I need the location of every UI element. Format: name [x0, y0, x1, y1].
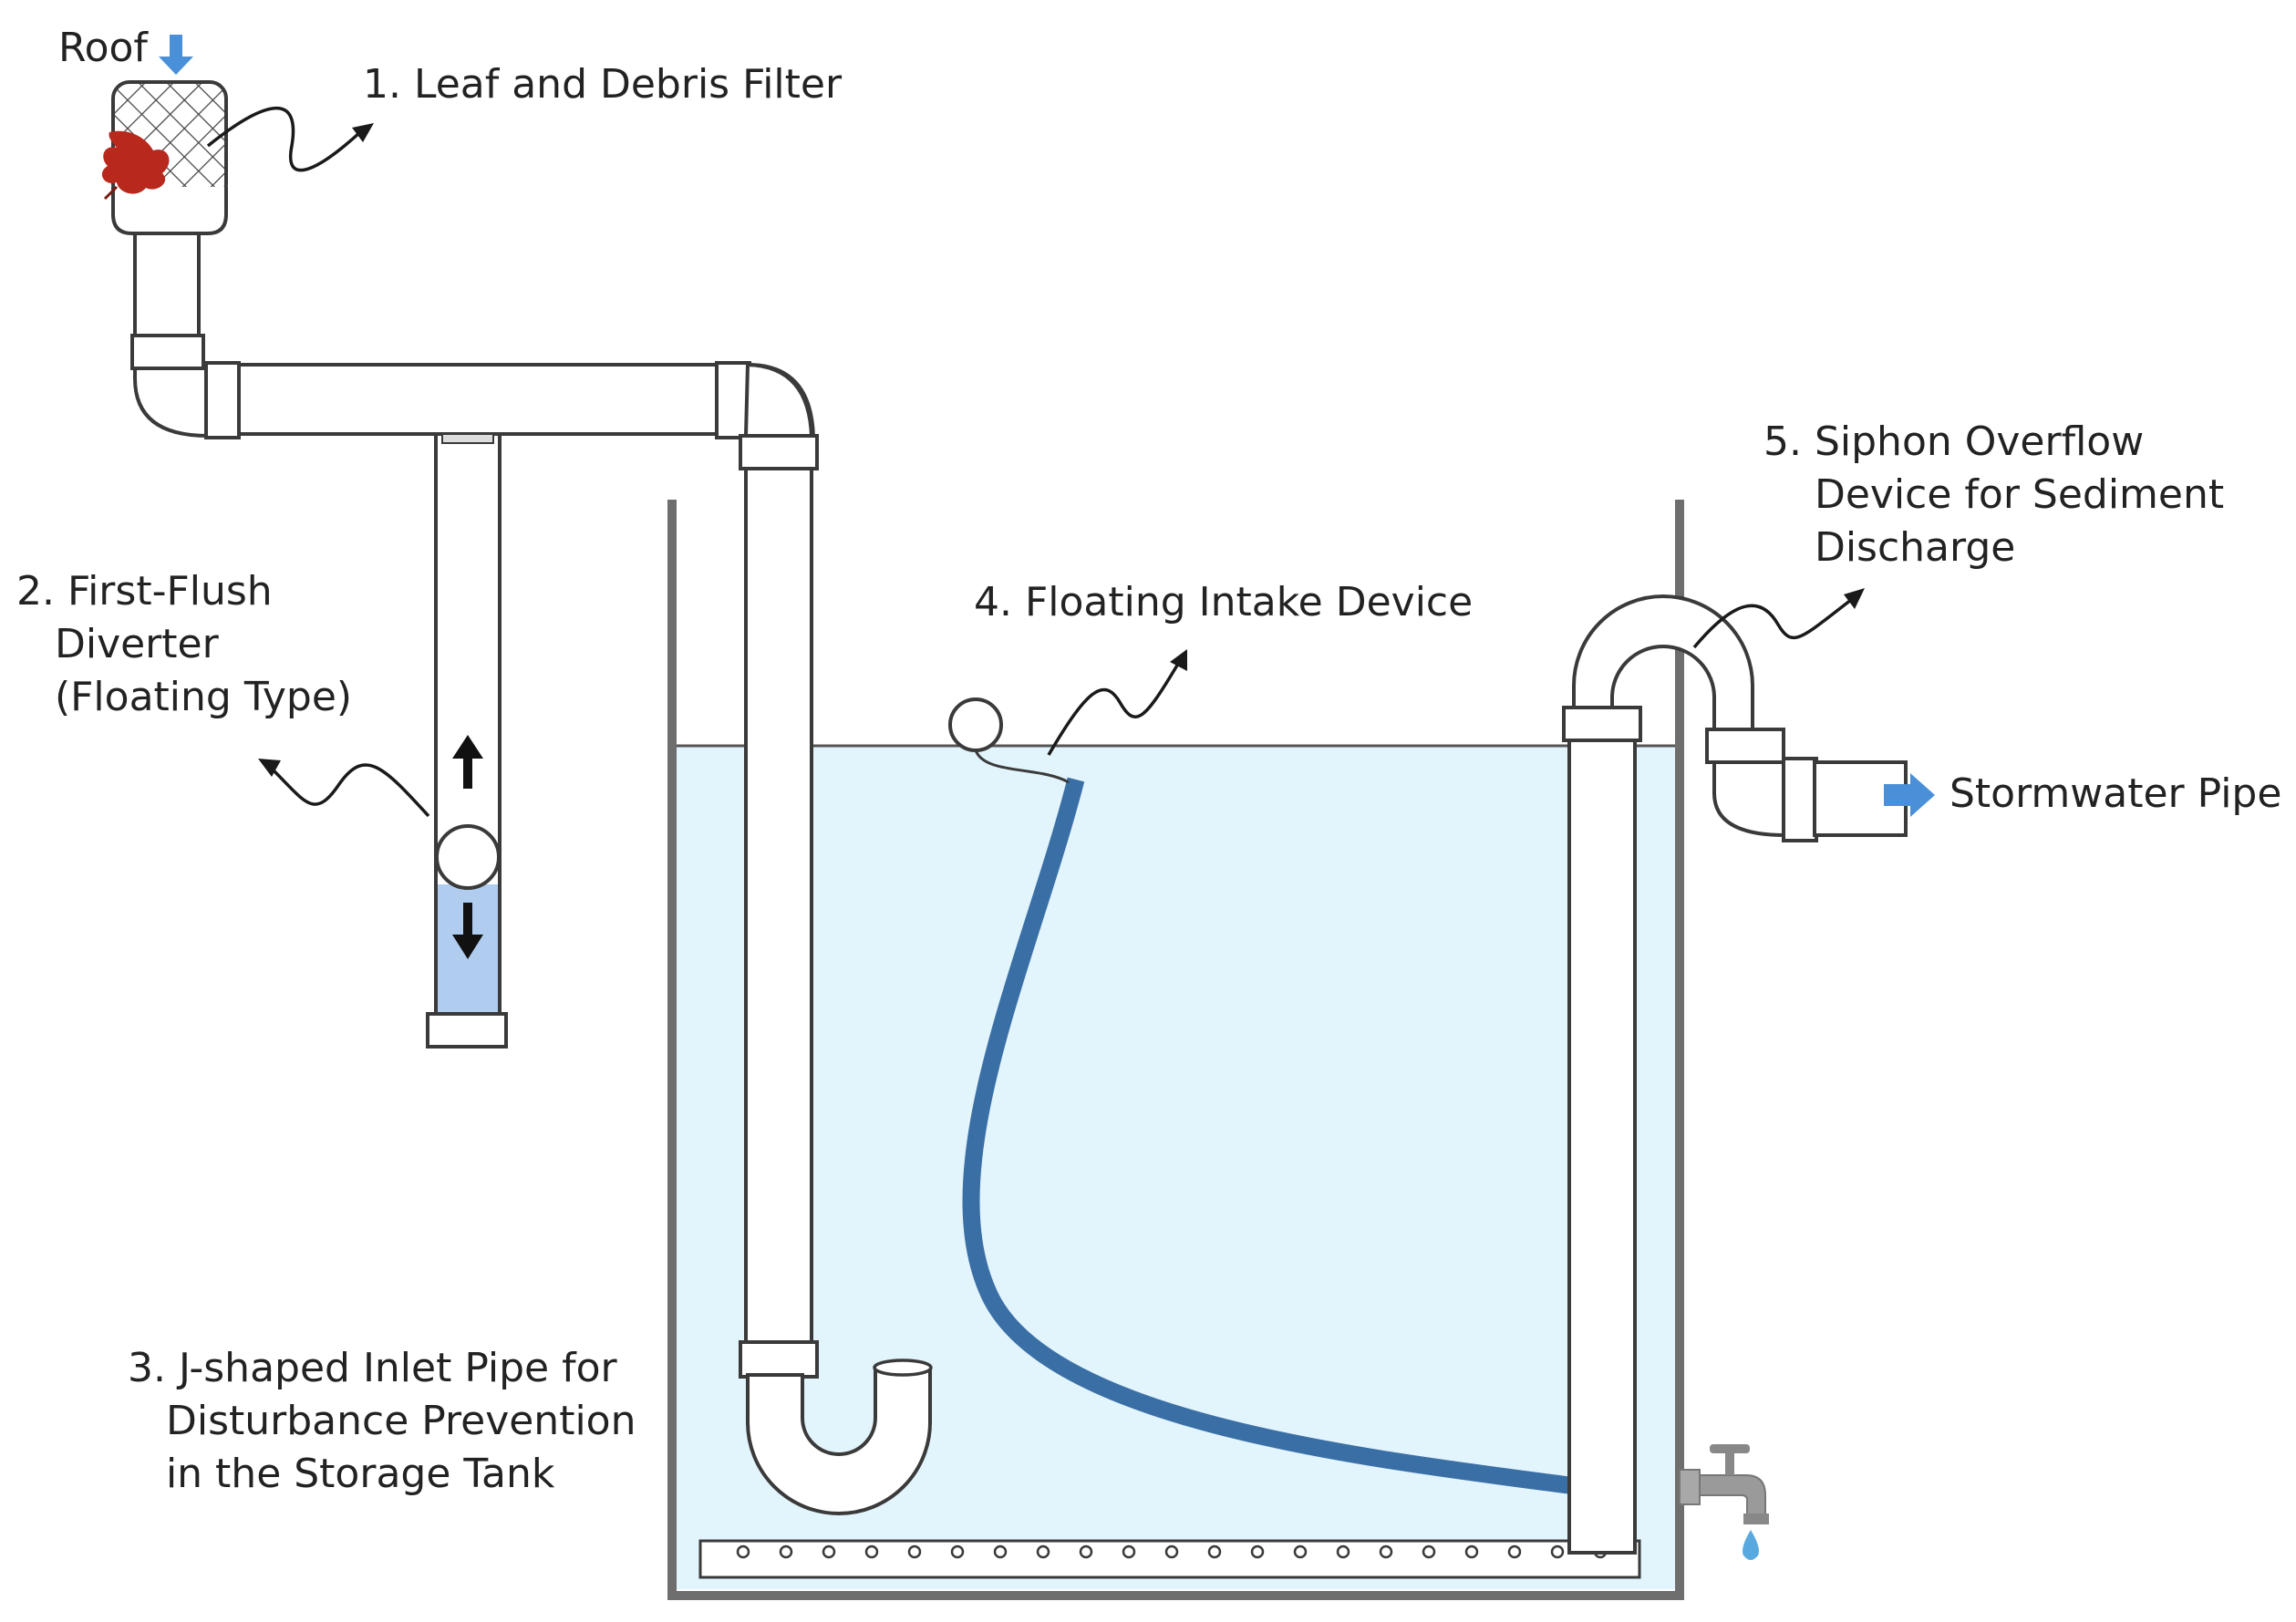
leaf-debris-filter [101, 80, 228, 360]
intake-float [948, 697, 1003, 752]
siphon-overflow-device [1562, 594, 1908, 1555]
faucet-icon [1679, 1444, 1769, 1560]
diverter-float-ball [435, 824, 501, 890]
first-flush-diverter [426, 432, 508, 1049]
first-flush-label: 2. First-Flush Diverter (Floating Type) [16, 568, 353, 720]
j-inlet-label: 3. J-shaped Inlet Pipe for Disturbance P… [128, 1345, 636, 1497]
floating-intake-hose [962, 777, 1577, 1495]
leader-lines [206, 107, 1865, 818]
siphon-overflow-label: 5. Siphon Overflow Device for Sediment D… [1763, 418, 2225, 571]
water-drop-icon [1743, 1530, 1759, 1560]
leaf-filter-label: 1. Leaf and Debris Filter [363, 61, 843, 108]
conveyance-pipe [130, 334, 816, 439]
roof-label: Roof [58, 25, 148, 71]
down-arrow-icon [159, 35, 193, 75]
stormwater-pipe-label: Stormwater Pipe [1950, 770, 2282, 817]
floating-intake-label: 4. Floating Intake Device [974, 579, 1474, 625]
down-arrow-icon [452, 903, 483, 959]
tank-water [677, 746, 1680, 1589]
perforation-holes [736, 1545, 1608, 1559]
right-arrow-icon [1884, 773, 1935, 817]
float-tether [974, 749, 1070, 784]
leaf-icon [101, 130, 170, 194]
j-shaped-inlet-pipe [739, 434, 933, 1515]
storage-tank [667, 500, 1684, 1600]
up-arrow-icon [452, 735, 483, 789]
